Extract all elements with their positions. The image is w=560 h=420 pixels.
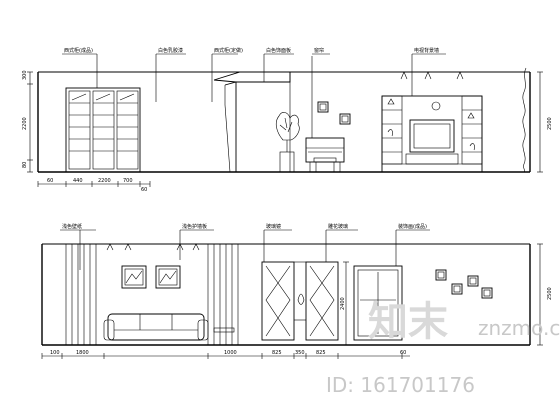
watermark-logo-cn: 知末 [368, 299, 448, 345]
carved-glass-door [353, 265, 403, 341]
tv-wall-unit [381, 95, 483, 173]
top-dim-60b: 60 [141, 187, 147, 193]
top-dim-2200w: 2200 [98, 178, 111, 184]
bottom-dim-2400: 2400 [340, 297, 346, 310]
top-dim-60a: 60 [47, 178, 53, 184]
bottom-right-dim: 2500 [547, 287, 553, 300]
callout-tv-wall: 电视背景墙 [414, 47, 439, 54]
right-curtain [522, 67, 527, 173]
callout-carved-glass: 雕花玻璃 [328, 223, 348, 230]
mirror-panels [261, 261, 339, 341]
top-dim-80: 80 [22, 162, 28, 168]
callout-white-paint-1: 白色乳胶漆 [158, 47, 183, 54]
bottom-dim-825b: 825 [316, 350, 326, 356]
sofa [103, 313, 209, 341]
glass-cabinet [65, 87, 141, 173]
art-frame-small-2 [339, 113, 351, 125]
top-dim-700: 700 [123, 178, 133, 184]
art-frame-small-1 [317, 101, 329, 113]
paintings [121, 265, 181, 289]
ceiling-bulkhead [213, 71, 291, 173]
callout-decor-art: 装饰画(成品) [398, 223, 427, 230]
wallpaper-stripes-left [65, 244, 97, 345]
top-left-dimensions: 300 2200 80 [22, 70, 33, 173]
watermark-logo-en: znzmo.com [478, 316, 560, 340]
watermark-id: ID: 161701176 [326, 373, 475, 397]
bottom-callouts: 浅色壁纸 浅色护墙板 玻璃镜 雕花玻璃 装饰画(成品) [60, 223, 430, 270]
bottom-right-dimension: 2500 [537, 243, 553, 346]
callout-cabinet-custom: 西式柜(定做) [214, 47, 243, 54]
top-dim-300: 300 [22, 70, 28, 80]
top-right-dim: 2500 [547, 117, 553, 130]
callout-mirror: 玻璃镜 [266, 223, 281, 230]
pendant-marks [106, 243, 200, 251]
callout-wall-panel: 浅色护墙板 [182, 223, 207, 230]
bottom-width-dimensions: 100 1800 1000 825 350 825 60 [41, 350, 410, 359]
ceiling-spotlights [400, 71, 464, 80]
watermark: 知末 znzmo.com ID: 161701176 [326, 299, 560, 397]
callout-curtain: 窗帘 [314, 47, 324, 54]
top-dim-440: 440 [73, 178, 83, 184]
wall-panel-stripes [207, 244, 239, 345]
decor-frames [435, 269, 493, 299]
potted-plant [275, 112, 300, 173]
top-bottom-dimensions: 60 440 2200 700 60 [37, 178, 151, 193]
bottom-dim-825a: 825 [272, 350, 282, 356]
bottom-dim-1000: 1000 [224, 350, 237, 356]
piano [305, 137, 345, 172]
side-table [213, 327, 235, 333]
bottom-dim-350: 350 [295, 350, 305, 356]
top-right-dimension: 2500 [537, 71, 553, 173]
bottom-height-dimension: 2400 [340, 261, 349, 345]
top-dim-2200: 2200 [22, 117, 28, 130]
bottom-dim-100: 100 [50, 350, 60, 356]
top-elevation: 300 2200 80 2500 [22, 47, 553, 193]
bottom-dim-1800: 1800 [76, 350, 89, 356]
bottom-dim-60: 60 [400, 350, 406, 356]
callout-glass-cabinet: 西式柜(成品) [64, 47, 93, 54]
bottom-elevation: 浅色壁纸 浅色护墙板 玻璃镜 雕花玻璃 装饰画(成品) 100 1800 100… [41, 223, 553, 359]
callout-wallpaper: 浅色壁纸 [62, 223, 82, 230]
top-callouts: 西式柜(成品) 白色乳胶漆 西式柜(定做) 白色饰面板 窗帘 电视背景墙 [62, 47, 446, 102]
callout-white-veneer: 白色饰面板 [266, 47, 291, 54]
